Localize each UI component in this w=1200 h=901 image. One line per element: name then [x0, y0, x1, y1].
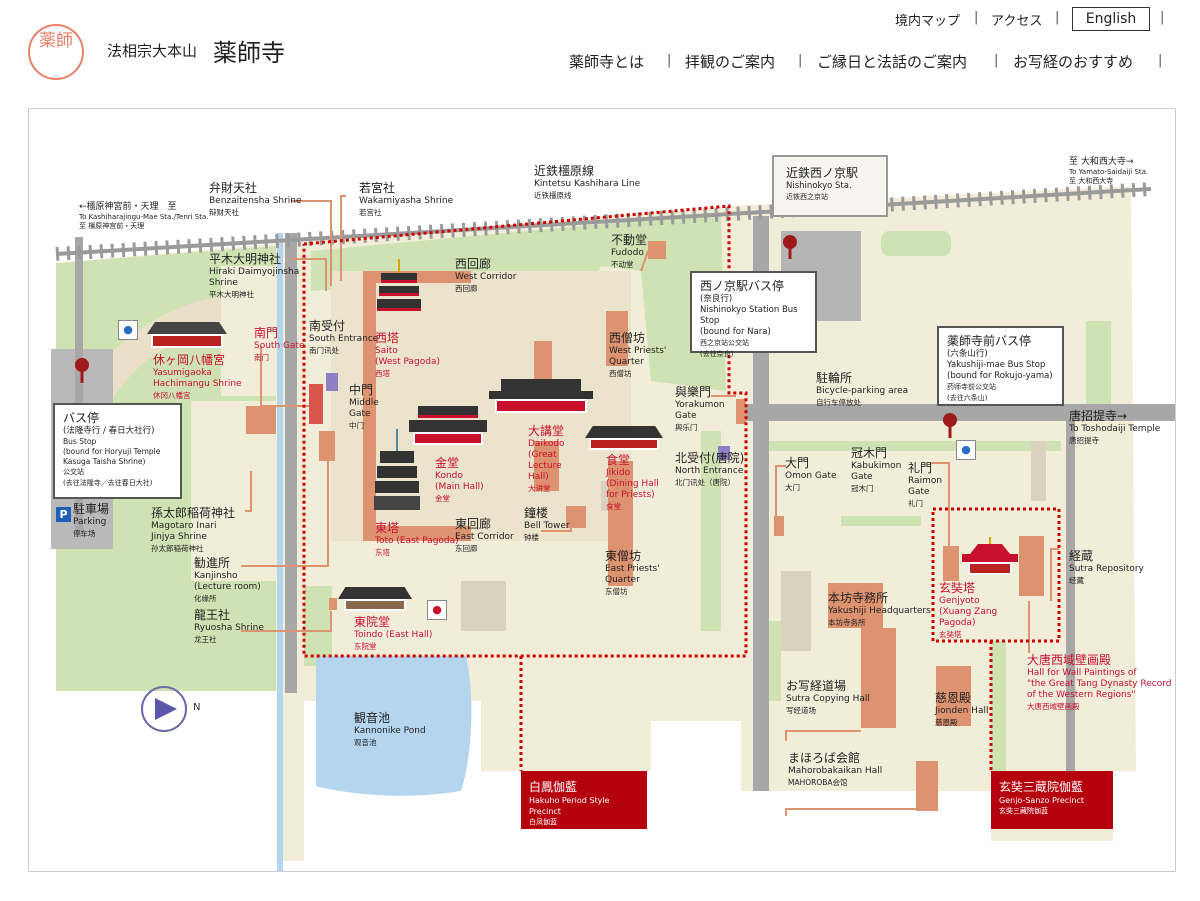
nav-separator: | [974, 10, 979, 25]
east-pagoda-icon [374, 429, 420, 517]
english-button[interactable]: English [1072, 7, 1150, 31]
toindo-icon [338, 587, 412, 613]
kondo-icon [409, 406, 487, 448]
hakuho-precinct-boundary [302, 204, 748, 658]
site-subtitle: 法相宗大本山 [107, 42, 198, 60]
nav-separator: | [1158, 53, 1163, 68]
restroom-icon: ● [118, 320, 138, 340]
main-nav-visiting[interactable]: 拝観のご案内 [685, 53, 776, 71]
west-pagoda-icon [377, 259, 421, 327]
road-central [753, 216, 769, 791]
direction-right: 至 大和西大寺→To Yamato-Saidaiji Sta.至 大和西大寺 [1069, 157, 1149, 185]
nav-separator: | [1160, 10, 1165, 25]
bus-stop-callout-horyuji[interactable]: バス停(法隆寺行 / 春日大社行)Bus Stop (bound for Hor… [53, 403, 182, 499]
kintetsu-rail-line [55, 182, 1152, 261]
temple-seal-logo[interactable]: 薬師 [28, 24, 84, 80]
nav-separator: | [994, 53, 999, 68]
nav-separator: | [667, 53, 672, 68]
restroom-icon: ● [956, 440, 976, 460]
kannonike-pond [316, 656, 472, 796]
road-east-west [741, 404, 1175, 421]
util-nav-map[interactable]: 境内マップ [895, 14, 961, 29]
genjo-precinct-boundary [931, 507, 1061, 643]
yasumigaoka-shrine-icon [147, 322, 227, 352]
corridor [363, 271, 471, 541]
compass-icon [141, 686, 187, 732]
daikodo-icon [489, 379, 593, 417]
bus-stop-callout-yakushiji-mae[interactable]: 薬師寺前バス停(六条山行)Yakushiji-mae Bus Stop (bou… [937, 326, 1064, 406]
jikido-icon [585, 426, 663, 452]
main-nav-events[interactable]: ご縁日と法話のご案内 [817, 53, 968, 71]
restroom-icon: ● [427, 600, 447, 620]
compass-north-label: N [193, 702, 201, 713]
site-title[interactable]: 薬師寺 [213, 39, 285, 67]
main-nav-about[interactable]: 薬師寺とは [569, 53, 645, 71]
main-nav-sutra[interactable]: お写経のおすすめ [1013, 53, 1134, 71]
parking-icon: P [56, 507, 71, 522]
bus-stop-callout-nishinokyo[interactable]: 西ノ京駅バス停(奈良行)Nishinokyo Station Bus Stop … [690, 271, 817, 358]
headquarters-building [828, 583, 883, 628]
nav-separator: | [798, 53, 803, 68]
util-nav-access[interactable]: アクセス [991, 14, 1043, 29]
bus-stop-pins [75, 235, 957, 438]
canal [277, 233, 283, 871]
genjyoto-icon [962, 537, 1018, 577]
nav-separator: | [1055, 10, 1060, 25]
road-west [285, 233, 297, 693]
